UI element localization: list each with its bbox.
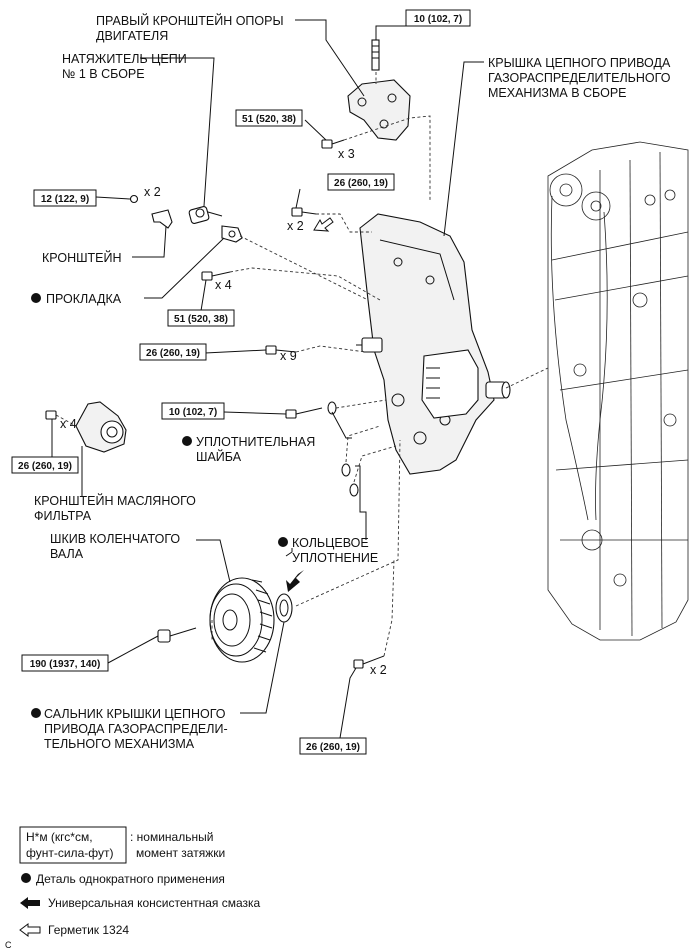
torque-value: 26 (260, 19) bbox=[334, 178, 388, 189]
label-oil-filter-bracket: КРОНШТЕЙН МАСЛЯНОГО bbox=[34, 493, 196, 508]
qty-oil-filter-bolts: x 4 bbox=[60, 417, 77, 431]
chain-tensioner-illustration bbox=[188, 206, 223, 224]
legend-torque-units: Н*м (кгс*см, bbox=[26, 830, 93, 844]
stud-bolt-illustration bbox=[371, 39, 380, 71]
label-timing-cover: КРЫШКА ЦЕПНОГО ПРИВОДА bbox=[488, 56, 671, 70]
torque-value: 190 (1937, 140) bbox=[30, 659, 101, 670]
torque-value: 10 (102, 7) bbox=[414, 14, 462, 25]
label-seal-washer: УПЛОТНИТЕЛЬНАЯ bbox=[196, 435, 315, 449]
torque-value: 51 (520, 38) bbox=[242, 114, 296, 125]
single-use-bullet-icon bbox=[21, 873, 31, 883]
single-use-bullet-icon bbox=[31, 293, 41, 303]
qty-lower-bolts: x 2 bbox=[370, 663, 387, 677]
qty-mount-bolts: x 3 bbox=[338, 147, 355, 161]
label-oil-seal: САЛЬНИК КРЫШКИ ЦЕПНОГО bbox=[44, 707, 226, 721]
single-use-bullet-icon bbox=[182, 436, 192, 446]
legend-torque-desc-2: момент затяжки bbox=[136, 846, 225, 860]
legend-grease: Универсальная консистентная смазка bbox=[48, 896, 261, 910]
legend-sealant: Герметик 1324 bbox=[48, 923, 129, 937]
engine-block-illustration bbox=[547, 141, 689, 641]
torque-value: 51 (520, 38) bbox=[174, 314, 228, 325]
oil-seal-illustration bbox=[275, 593, 293, 623]
label-chain-tensioner: НАТЯЖИТЕЛЬ ЦЕПИ bbox=[62, 52, 187, 66]
legend-torque-units-2: фунт-сила-фут) bbox=[26, 846, 113, 860]
legend-torque-desc: : номинальный bbox=[130, 830, 213, 844]
legend: Н*м (кгс*см, фунт-сила-фут) : номинальны… bbox=[5, 826, 261, 950]
label-engine-mount-bracket-2: ДВИГАТЕЛЯ bbox=[96, 29, 168, 43]
small-bracket-illustration bbox=[151, 209, 173, 229]
qty-cover-main-bolts: x 9 bbox=[280, 349, 297, 363]
torque-value: 12 (122, 9) bbox=[41, 194, 89, 205]
oil-filter-bracket-illustration bbox=[75, 401, 127, 453]
legend-single-use: Деталь однократного применения bbox=[36, 872, 225, 886]
label-o-ring: КОЛЬЦЕВОЕ bbox=[292, 536, 369, 550]
label-timing-cover-2: ГАЗОРАСПРЕДЕЛИТЕЛЬНОГО bbox=[488, 71, 671, 85]
label-chain-tensioner-2: № 1 В СБОРЕ bbox=[62, 67, 145, 81]
o-rings-illustration bbox=[341, 463, 359, 497]
qty-bracket-bolts: x 2 bbox=[144, 185, 161, 199]
gasket-illustration bbox=[221, 225, 243, 243]
bolt-illustration bbox=[129, 194, 139, 204]
single-use-bullet-icon bbox=[31, 708, 41, 718]
qty-cover-upper-bolts: x 2 bbox=[287, 219, 304, 233]
label-bracket: КРОНШТЕЙН bbox=[42, 250, 122, 265]
sealant-arrow-icon bbox=[19, 923, 41, 937]
single-use-bullet-icon bbox=[278, 537, 288, 547]
sealant-arrow-icon bbox=[313, 217, 334, 232]
label-seal-washer-2: ШАЙБА bbox=[196, 449, 242, 464]
quantity-labels: x 3 x 2 x 2 x 4 x 9 x 4 x 2 bbox=[60, 147, 387, 677]
leader-lines bbox=[51, 19, 484, 739]
label-oil-filter-bracket-2: ФИЛЬТРА bbox=[34, 509, 92, 523]
label-timing-cover-3: МЕХАНИЗМА В СБОРЕ bbox=[488, 86, 627, 100]
crankshaft-pulley-illustration bbox=[209, 577, 275, 663]
torque-value: 10 (102, 7) bbox=[169, 407, 217, 418]
engine-mount-bracket-illustration bbox=[347, 79, 411, 141]
label-oil-seal-3: ТЕЛЬНОГО МЕХАНИЗМА bbox=[44, 737, 195, 751]
grease-arrow-icon bbox=[286, 570, 304, 592]
label-crank-pulley: ШКИВ КОЛЕНЧАТОГО bbox=[50, 532, 180, 546]
label-crank-pulley-2: ВАЛА bbox=[50, 547, 84, 561]
bolts-illustration bbox=[45, 139, 385, 669]
torque-value: 26 (260, 19) bbox=[146, 348, 200, 359]
alignment-lines bbox=[55, 72, 549, 657]
torque-boxes: 10 (102, 7) 51 (520, 38) 26 (260, 19) 12… bbox=[11, 9, 471, 755]
corner-mark: C bbox=[5, 940, 12, 950]
label-engine-mount-bracket: ПРАВЫЙ КРОНШТЕЙН ОПОРЫ bbox=[96, 13, 284, 28]
torque-value: 26 (260, 19) bbox=[18, 461, 72, 472]
label-oil-seal-2: ПРИВОДА ГАЗОРАСПРЕДЕЛИ- bbox=[44, 722, 228, 736]
torque-value: 26 (260, 19) bbox=[306, 742, 360, 753]
timing-chain-cover-illustration bbox=[356, 213, 511, 475]
grease-arrow-icon bbox=[20, 897, 40, 909]
qty-gasket-bolts: x 4 bbox=[215, 278, 232, 292]
label-gasket: ПРОКЛАДКА bbox=[46, 292, 122, 306]
label-o-ring-2: УПЛОТНЕНИЕ bbox=[292, 551, 378, 565]
part-labels: ПРАВЫЙ КРОНШТЕЙН ОПОРЫ ДВИГАТЕЛЯ НАТЯЖИТ… bbox=[31, 13, 671, 751]
